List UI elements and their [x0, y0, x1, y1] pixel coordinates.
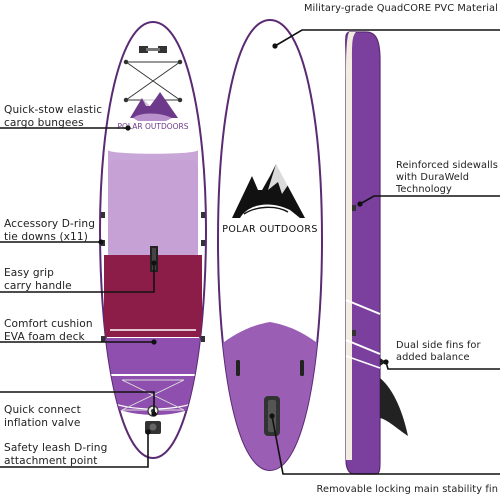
side-fin-right [300, 360, 304, 376]
callout-main-fin: Removable locking main stability fin [316, 484, 498, 495]
callout-carry-handle: Easy grip carry handle [4, 267, 72, 292]
callout-dots [98, 43, 389, 435]
bottom-logo-text: POLAR OUTDOORS [222, 224, 318, 235]
nose-d-ring [139, 46, 148, 53]
bottom-view-board: POLAR OUTDOORS [216, 18, 324, 472]
callout-d-ring-tie-downs: Accessory D-ring tie downs (x11) [4, 218, 96, 243]
callout-cargo-bungees: Quick-stow elastic cargo bungees [4, 104, 103, 129]
callout-lines [0, 29, 500, 475]
bottom-logo [232, 164, 305, 222]
side-view-board [345, 31, 408, 475]
main-fin [380, 378, 408, 436]
deck-logo-text: POLAR OUTDOORS [117, 122, 188, 131]
cargo-bungees [121, 59, 185, 411]
deck-pad-upper [108, 160, 198, 255]
deck-pad-tail [104, 338, 202, 415]
callout-sidewalls: Reinforced sidewalls with DuraWeld Techn… [396, 160, 498, 196]
callout-side-fins: Dual side fins for added balance [396, 340, 481, 364]
callout-foam-deck: Comfort cushion EVA foam deck [4, 318, 93, 343]
callout-leash-ring: Safety leash D-ring attachment point [4, 442, 108, 467]
side-fin-left [236, 360, 240, 376]
deck-logo [130, 92, 178, 121]
callout-pvc-material: Military-grade QuadCORE PVC Material [303, 3, 498, 14]
callout-inflation-valve: Quick connect inflation valve [4, 404, 81, 429]
